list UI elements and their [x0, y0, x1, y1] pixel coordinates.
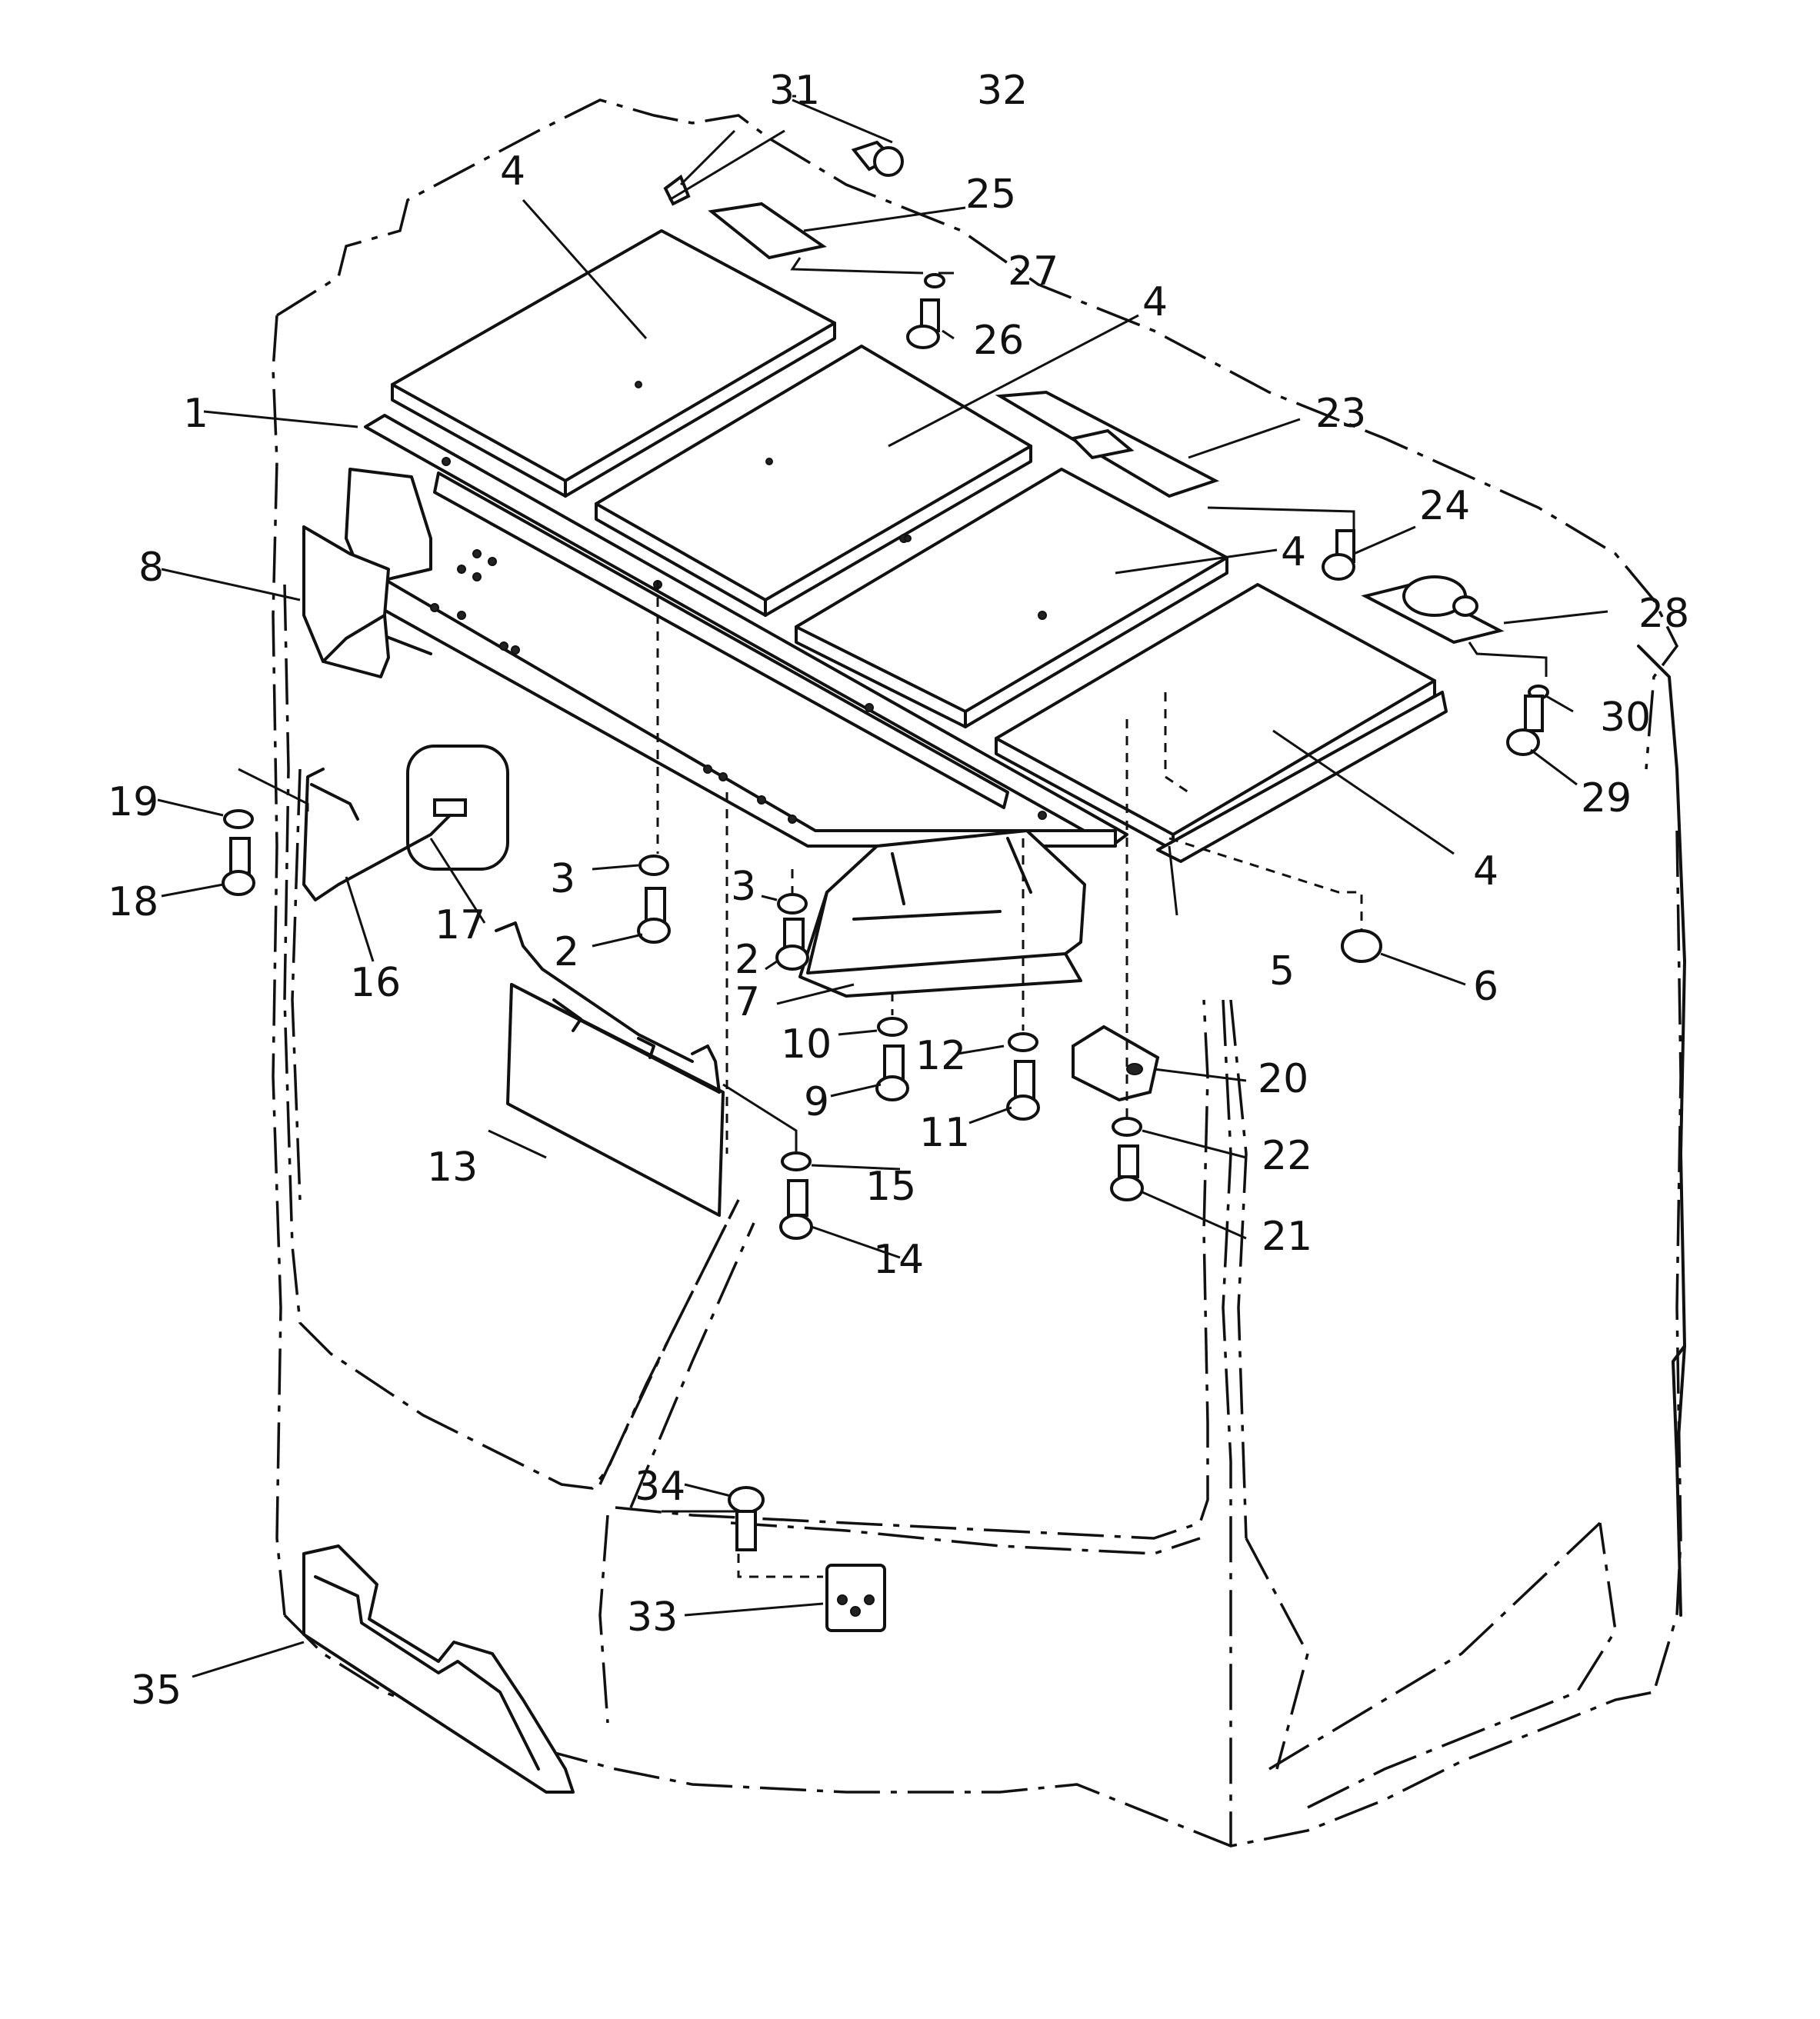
callout-24: 24 — [1419, 483, 1470, 529]
callout-25: 25 — [965, 172, 1016, 218]
callout-19: 19 — [108, 779, 158, 825]
callout-20: 20 — [1258, 1056, 1308, 1102]
callout-15: 15 — [865, 1164, 916, 1210]
callout-6: 6 — [1473, 964, 1498, 1010]
callout-4-top-left: 4 — [500, 148, 525, 195]
leader-lines — [157, 95, 1608, 1678]
callout-11: 11 — [919, 1110, 970, 1156]
callout-7: 7 — [735, 979, 760, 1025]
callout-16: 16 — [350, 960, 401, 1006]
fasteners — [222, 140, 1549, 1794]
callout-30: 30 — [1600, 695, 1651, 741]
part-13-sun-visor — [495, 921, 725, 1217]
callout-3-left: 3 — [550, 856, 575, 902]
callout-12: 12 — [915, 1033, 966, 1079]
callout-4-bottom-right: 4 — [1473, 848, 1498, 895]
callout-2-middle: 2 — [735, 937, 760, 983]
callout-14: 14 — [873, 1237, 924, 1283]
callout-8: 8 — [138, 545, 164, 591]
callout-28: 28 — [1638, 591, 1689, 637]
callout-10: 10 — [781, 1021, 832, 1068]
part-7-duct — [798, 829, 1086, 998]
callout-35: 35 — [131, 1668, 182, 1714]
callout-13: 13 — [427, 1144, 478, 1191]
callout-18: 18 — [108, 879, 158, 925]
callout-29: 29 — [1581, 775, 1632, 821]
headliner-assembly — [329, 381, 1448, 863]
callout-2-left: 2 — [554, 929, 579, 975]
callout-5: 5 — [1269, 948, 1295, 995]
callout-9: 9 — [804, 1079, 829, 1125]
callout-3-middle: 3 — [731, 864, 756, 910]
callout-27: 27 — [1008, 248, 1058, 295]
callout-32: 32 — [977, 68, 1028, 114]
callout-31: 31 — [769, 68, 820, 114]
callout-22: 22 — [1262, 1133, 1312, 1179]
callout-4-top-right: 4 — [1142, 279, 1168, 325]
callout-26: 26 — [973, 318, 1024, 364]
callout-33: 33 — [627, 1594, 678, 1641]
callout-labels: 31 32 25 4 27 26 4 1 23 24 4 8 28 30 29 … — [108, 68, 1689, 1714]
callout-17: 17 — [435, 902, 485, 948]
callout-21: 21 — [1262, 1214, 1312, 1260]
part-17-mirror — [302, 745, 509, 901]
callout-23: 23 — [1315, 391, 1366, 437]
callout-1: 1 — [183, 391, 208, 437]
part-8-side-trim — [302, 468, 432, 678]
rail-holes — [430, 381, 1047, 824]
callout-34: 34 — [635, 1464, 685, 1510]
callout-4-middle-right: 4 — [1281, 529, 1306, 575]
